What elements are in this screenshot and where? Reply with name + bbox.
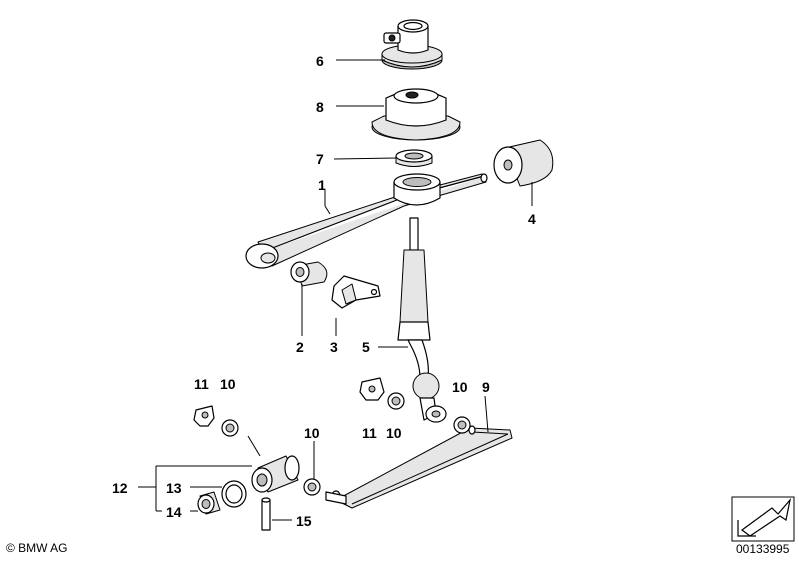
callout-10-mid: 10 [386,425,402,441]
part-10-washer-left [221,419,239,437]
callout-9: 9 [482,379,490,395]
callout-12: 12 [112,480,128,496]
part-8-rubber-boot [371,88,461,141]
part-11-clip-right [359,377,385,401]
callout-11-right: 11 [362,425,377,441]
part-9-selector-shaft [325,425,513,509]
part-10-washer-mid [387,392,405,410]
part-10-washer-lower [303,478,321,496]
callout-5: 5 [362,339,370,355]
callout-3: 3 [330,339,338,355]
part-4-rubber-mount [493,139,554,187]
callout-4: 4 [528,211,536,227]
callout-10-left: 10 [220,376,236,392]
callout-14: 14 [166,504,182,520]
copyright-text: © BMW AG [6,541,68,555]
part-6-shift-knob-bushing [381,19,443,70]
part-11-clip-left [193,405,215,427]
callout-13: 13 [166,480,182,496]
leader-lines [138,59,533,521]
callout-2: 2 [296,339,304,355]
callout-1: 1 [318,177,326,193]
part-10-washer-right [453,416,471,434]
part-15-pin [261,497,271,531]
part-1-shift-lever-arm [245,173,488,269]
callout-15: 15 [296,513,312,529]
part-3-bracket [331,275,381,309]
part-14-bush [197,491,221,515]
callout-8: 8 [316,99,324,115]
callout-10-lower: 10 [304,425,320,441]
part-5-selector-rod [397,217,447,423]
part-13-o-ring [221,480,247,508]
callout-10-right: 10 [452,379,468,395]
part-7-bushing [395,149,433,167]
callout-11-left: 11 [194,376,209,392]
part-2-bush [290,261,328,287]
callout-6: 6 [316,53,324,69]
orientation-arrow-icon [731,496,795,542]
callout-7: 7 [316,151,324,167]
drawing-number: 00133995 [736,542,790,556]
part-12-joint-housing [251,455,300,493]
callout-labels: 6 8 7 1 4 2 3 5 11 10 10 9 10 11 10 12 1… [112,53,536,529]
